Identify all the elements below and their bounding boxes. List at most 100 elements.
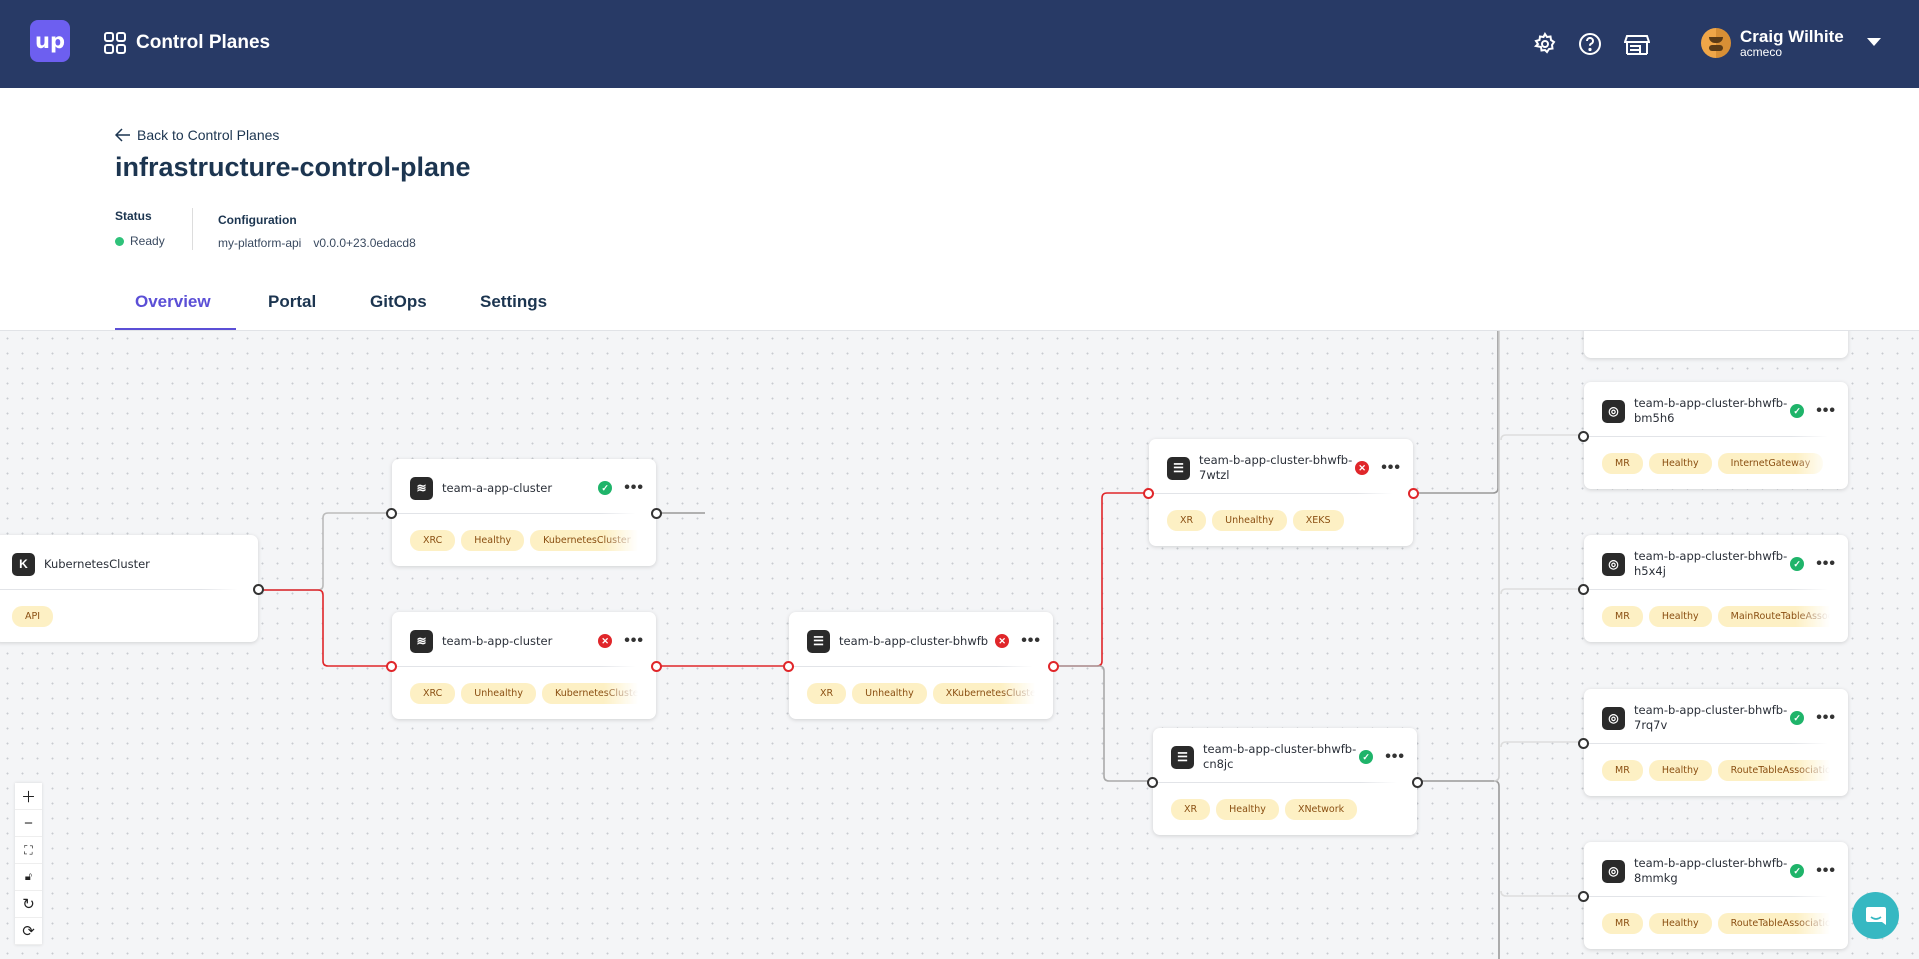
chat-icon (1865, 906, 1886, 925)
more-options-icon[interactable]: ••• (1816, 862, 1836, 879)
output-handle[interactable] (253, 584, 264, 595)
arrow-left-icon (115, 128, 130, 142)
node-title: KubernetesCluster (44, 556, 150, 571)
kubernetes-icon: K (12, 552, 35, 576)
edge (257, 589, 392, 667)
zoom-in-button[interactable]: ＋ (15, 783, 42, 810)
refresh-button[interactable]: ⟳ (15, 918, 42, 945)
more-options-icon[interactable]: ••• (1816, 555, 1836, 572)
node-title: team-b-app-cluster-bhwfb (839, 633, 989, 648)
more-options-icon[interactable]: ••• (1021, 632, 1041, 649)
node-divider (0, 589, 238, 590)
tag-chip: XR (1171, 799, 1211, 820)
output-handle[interactable] (651, 661, 662, 672)
output-handle[interactable] (1408, 488, 1419, 499)
resource-icon: ◎ (1602, 552, 1625, 576)
unlock-icon: 🔓︎ (24, 870, 33, 883)
tag-chip: MainRouteTableAssociation (1717, 606, 1830, 627)
node-divider (1153, 782, 1397, 783)
more-options-icon[interactable]: ••• (624, 479, 644, 496)
input-handle[interactable] (1578, 738, 1589, 749)
back-link[interactable]: Back to Control Planes (115, 127, 279, 143)
control-planes-nav[interactable]: Control Planes (104, 32, 270, 54)
graph-node-partial[interactable] (1584, 331, 1848, 358)
more-options-icon[interactable]: ••• (624, 632, 644, 649)
configuration-name[interactable]: my-platform-api (218, 236, 302, 250)
plus-icon: ＋ (20, 788, 36, 806)
node-divider (1149, 493, 1393, 494)
marketplace-icon[interactable] (1624, 32, 1650, 56)
status-dot-icon (115, 236, 124, 246)
tag-chip: XNetwork (1284, 799, 1358, 820)
rotate-button[interactable]: ↻ (15, 891, 42, 918)
fit-view-icon: ⛶ (24, 842, 33, 857)
tab-overview[interactable]: Overview (135, 292, 211, 311)
node-divider (1584, 589, 1828, 590)
node-title: team-b-app-cluster (442, 633, 553, 648)
input-handle[interactable] (783, 661, 794, 672)
tag-chip: XR (807, 683, 847, 704)
layers-icon: ≋ (410, 476, 433, 500)
edge (1414, 331, 1499, 494)
node-divider (1584, 743, 1828, 744)
help-icon[interactable] (1578, 32, 1602, 56)
node-tags: API (12, 606, 240, 627)
unhealthy-x-icon: ✕ (1355, 461, 1370, 475)
tag-chip: MR (1602, 760, 1643, 781)
fit-view-button[interactable]: ⛶ (15, 837, 42, 864)
status-label: Status (115, 209, 152, 223)
more-options-icon[interactable]: ••• (1381, 459, 1401, 476)
lock-button[interactable]: 🔓︎ (15, 864, 42, 891)
chevron-down-icon[interactable] (1867, 38, 1881, 46)
rotate-icon: ↻ (22, 896, 35, 913)
user-org: acmeco (1740, 45, 1783, 59)
edge (1417, 780, 1500, 959)
input-handle[interactable] (1147, 777, 1158, 788)
healthy-check-icon: ✓ (1790, 404, 1805, 418)
tag-chip: InternetGateway (1717, 453, 1824, 474)
upbound-logo[interactable]: up (30, 20, 70, 62)
input-handle[interactable] (1578, 891, 1589, 902)
zoom-out-button[interactable]: − (15, 810, 42, 837)
tag-chip: XRC (410, 683, 456, 704)
edge (1500, 890, 1584, 897)
grid-icon (104, 32, 126, 54)
more-options-icon[interactable]: ••• (1385, 748, 1405, 765)
input-handle[interactable] (386, 661, 397, 672)
output-handle[interactable] (651, 508, 662, 519)
user-menu[interactable]: Craig Wilhite acmeco (1701, 28, 1844, 58)
tab-gitops[interactable]: GitOps (370, 292, 427, 311)
node-divider (1584, 896, 1828, 897)
input-handle[interactable] (1578, 431, 1589, 442)
output-handle[interactable] (1412, 777, 1423, 788)
node-title: team-b-app-cluster-bhwfb-7wtzl (1199, 453, 1353, 482)
edge (1493, 331, 1500, 782)
input-handle[interactable] (1578, 584, 1589, 595)
tag-chip: Healthy (461, 530, 525, 551)
input-handle[interactable] (1143, 488, 1154, 499)
user-name: Craig Wilhite (1740, 27, 1844, 46)
tab-settings[interactable]: Settings (480, 292, 548, 311)
more-options-icon[interactable]: ••• (1816, 402, 1836, 419)
more-options-icon[interactable]: ••• (1816, 709, 1836, 726)
output-handle[interactable] (1048, 661, 1059, 672)
chat-support-button[interactable] (1852, 892, 1899, 939)
input-handle[interactable] (386, 508, 397, 519)
gear-icon[interactable] (1533, 32, 1557, 56)
tab-portal[interactable]: Portal (268, 292, 317, 311)
